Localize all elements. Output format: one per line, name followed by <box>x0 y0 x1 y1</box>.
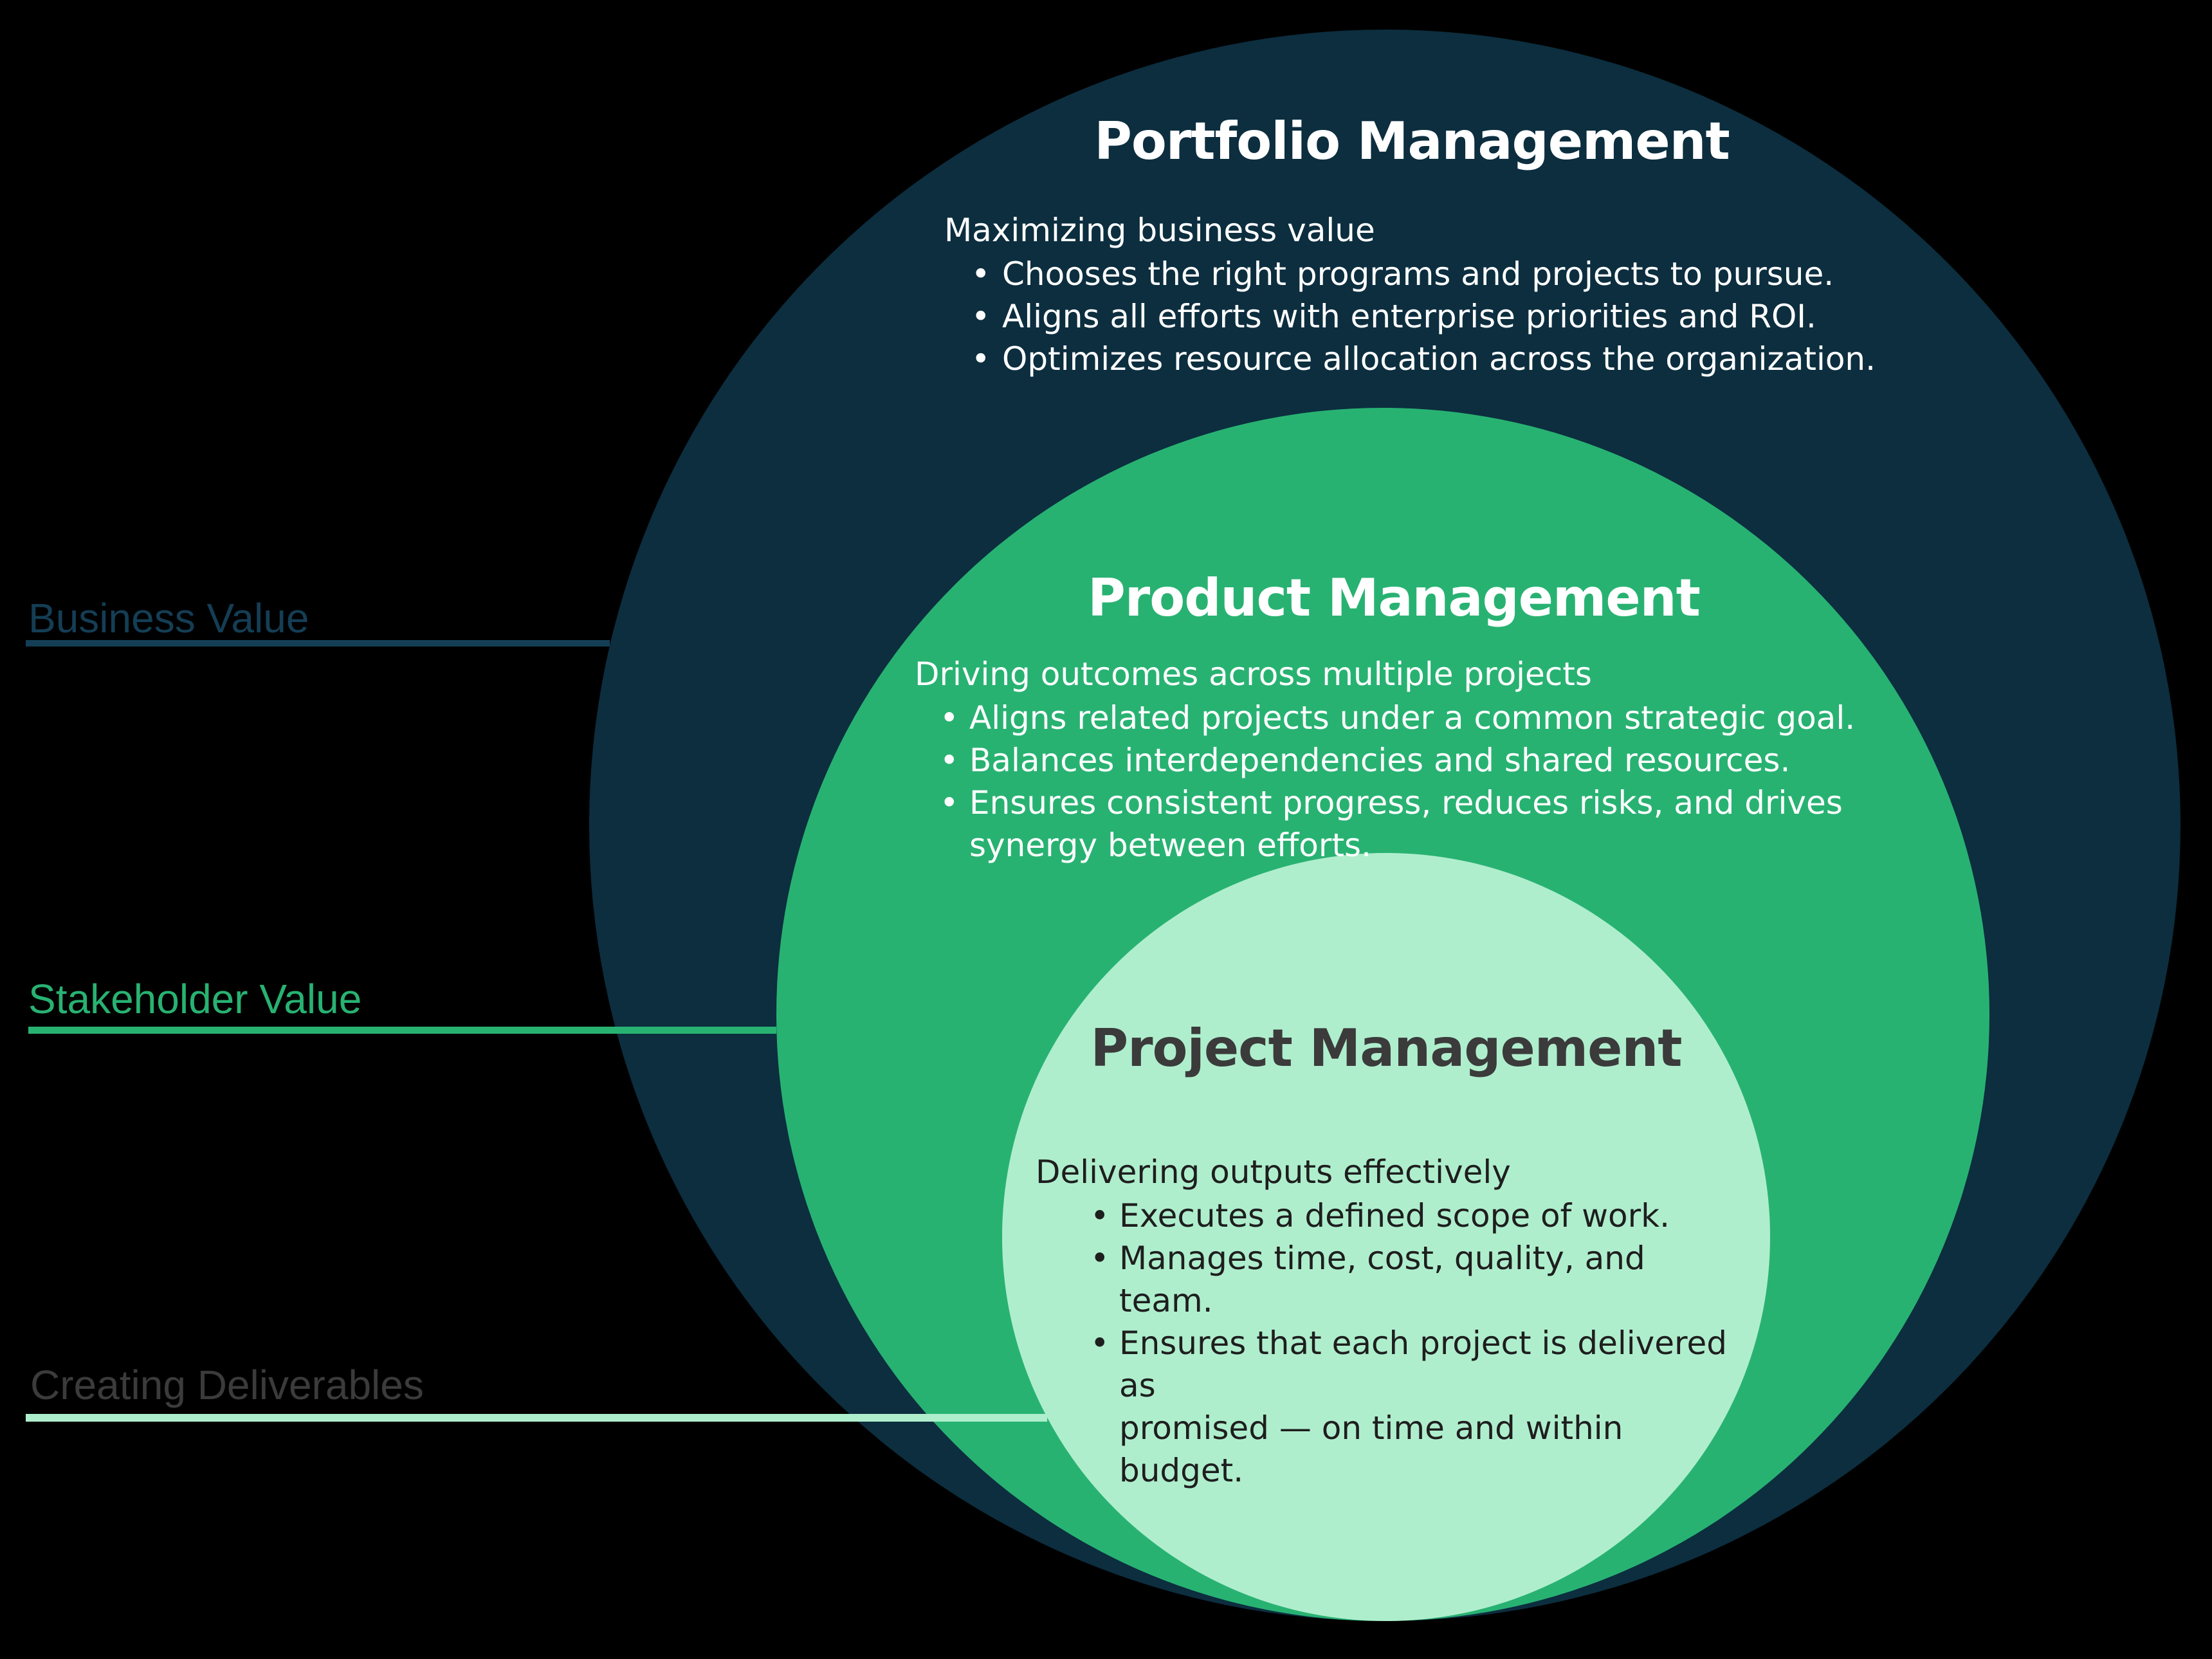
project-bullet-2: Manages time, cost, quality, and team. <box>1090 1237 1740 1322</box>
project-title: Project Management <box>1090 1018 1682 1078</box>
project-section: Project Management Delivering outputs ef… <box>1032 1018 1740 1492</box>
project-intro: Delivering outputs effectively <box>1036 1153 1511 1191</box>
product-bullet-1: Aligns related projects under a common s… <box>940 697 1879 739</box>
project-bullet-1: Executes a defined scope of work. <box>1090 1195 1740 1237</box>
product-bullet-2: Balances interdependencies and shared re… <box>940 739 1879 782</box>
portfolio-bullet-list: Chooses the right programs and projects … <box>920 253 1904 380</box>
project-bullet-list: Executes a defined scope of work. Manage… <box>1032 1195 1740 1492</box>
label-business-value: Business Value <box>28 595 309 641</box>
product-title: Product Management <box>1088 568 1701 628</box>
stakeholder-value-connector-line <box>28 1027 776 1034</box>
business-value-connector-line <box>26 640 610 646</box>
portfolio-section: Portfolio Management Maximizing business… <box>920 111 1904 380</box>
project-bullet-3: Ensures that each project is delivered a… <box>1090 1322 1740 1492</box>
portfolio-bullet-2: Aligns all efforts with enterprise prior… <box>971 295 1904 338</box>
label-creating-deliverables: Creating Deliverables <box>30 1362 424 1408</box>
product-section: Product Management Driving outcomes acro… <box>908 567 1879 866</box>
portfolio-bullet-3: Optimizes resource allocation across the… <box>971 338 1904 380</box>
product-intro: Driving outcomes across multiple project… <box>915 655 1592 693</box>
portfolio-intro: Maximizing business value <box>944 212 1375 249</box>
label-stakeholder-value: Stakeholder Value <box>28 976 362 1022</box>
creating-deliverables-connector-line <box>26 1414 1047 1422</box>
portfolio-title: Portfolio Management <box>1094 111 1730 171</box>
portfolio-bullet-1: Chooses the right programs and projects … <box>971 253 1904 295</box>
product-bullet-3: Ensures consistent progress, reduces ris… <box>940 782 1879 866</box>
product-bullet-list: Aligns related projects under a common s… <box>908 697 1879 866</box>
